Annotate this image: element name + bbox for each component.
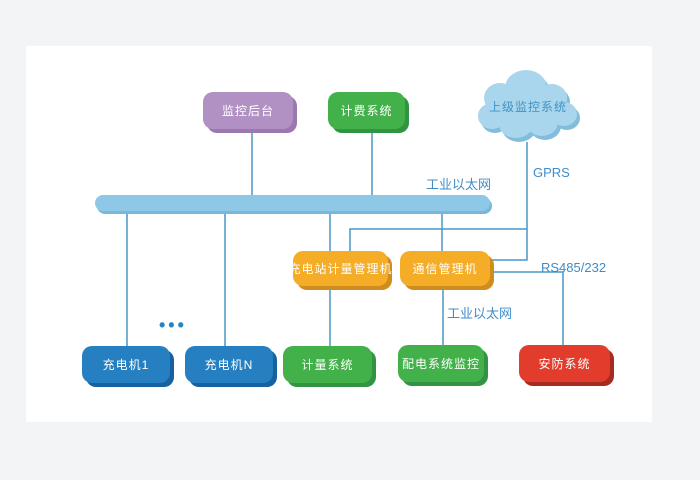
label-industrial-ethernet-bottom: 工业以太网 [447, 306, 513, 321]
node-communication-manager: 通信管理机 [400, 251, 490, 286]
node-label: 充电机N [204, 358, 254, 372]
cloud-body [478, 70, 577, 138]
edge-metering-manager-to-gprs-line [349, 228, 527, 252]
edge-comm-manager-to-security [490, 271, 564, 346]
node-label: 通信管理机 [412, 262, 478, 276]
label-rs485-232: RS485/232 [541, 260, 607, 275]
node-upper-monitoring-system: 上级监控系统 [488, 100, 567, 114]
node-label: 监控后台 [221, 104, 274, 118]
node-label: 计量系统 [301, 358, 354, 372]
node-charging-station-metering-manager: 充电站计量管理机 [289, 251, 392, 286]
node-label: 安防系统 [538, 357, 591, 371]
node-billing-system: 计费系统 [328, 92, 405, 129]
node-metering-system: 计量系统 [283, 346, 372, 383]
node-charger-n: 充电机N [185, 346, 273, 383]
cloud-shape [468, 64, 588, 152]
node-power-distribution-monitoring: 配电系统监控 [398, 345, 484, 382]
node-security-system: 安防系统 [519, 345, 610, 382]
label-gprs: GPRS [533, 165, 570, 180]
node-monitor-backend: 监控后台 [203, 92, 293, 129]
label-industrial-ethernet-top: 工业以太网 [426, 177, 492, 192]
node-label: 配电系统监控 [401, 357, 480, 371]
node-label: 计费系统 [340, 104, 393, 118]
ellipsis-dots: ••• [159, 315, 187, 335]
node-label: 充电机1 [102, 358, 150, 372]
edge-cloud-to-comm-manager [491, 142, 528, 261]
industrial-ethernet-bus [95, 195, 490, 211]
node-charger-1: 充电机1 [82, 346, 170, 383]
node-label: 充电站计量管理机 [288, 262, 393, 276]
